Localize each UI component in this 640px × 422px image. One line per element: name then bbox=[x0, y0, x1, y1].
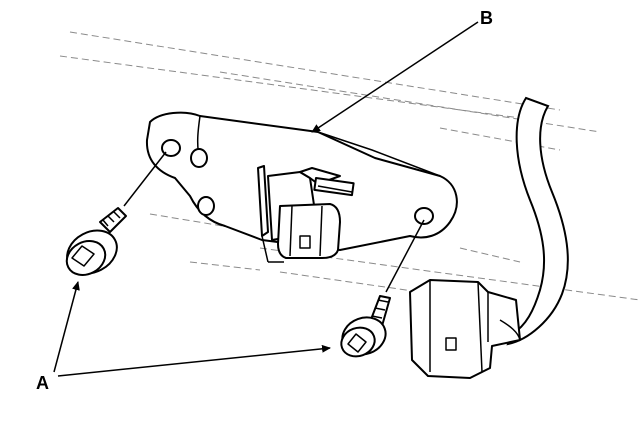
sensor-module bbox=[257, 165, 355, 263]
bracket-hole-left bbox=[161, 139, 181, 157]
leader-a-bolt-right bbox=[57, 344, 331, 377]
bracket-hole-right bbox=[414, 207, 434, 225]
cable-harness bbox=[506, 96, 569, 346]
leader-a-bolt-left bbox=[53, 281, 80, 373]
leader-b bbox=[311, 21, 479, 133]
bolt-left bbox=[65, 207, 127, 276]
bracket-hole-upper bbox=[190, 148, 208, 168]
callout-leaders bbox=[53, 21, 479, 377]
bracket-hole-lower bbox=[197, 196, 215, 216]
alignment-guides bbox=[123, 151, 425, 293]
connector-plug bbox=[409, 279, 521, 379]
callout-label-a: A bbox=[36, 373, 49, 393]
bolt-right bbox=[340, 295, 391, 358]
callout-label-b: B bbox=[480, 8, 493, 28]
